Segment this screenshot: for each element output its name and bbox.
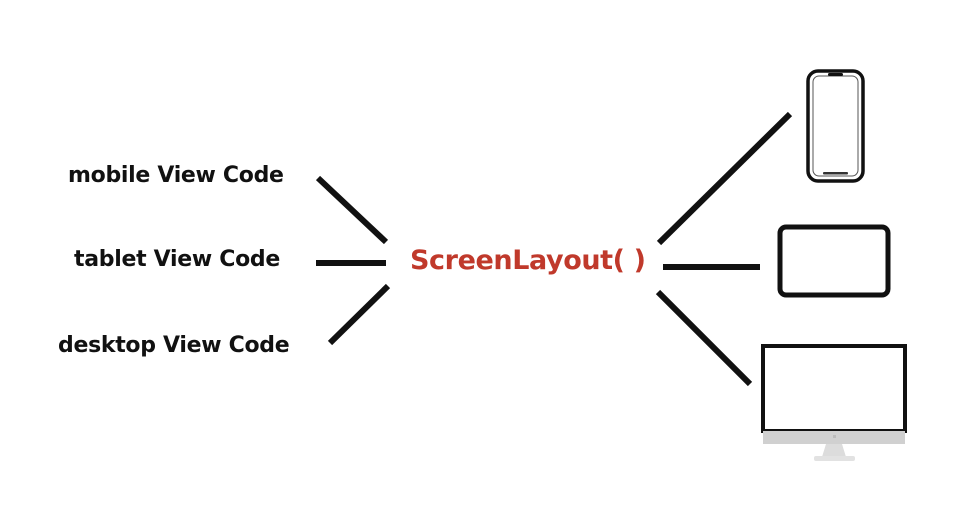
desktop-monitor-icon bbox=[761, 344, 907, 461]
tablet-view-code-label: tablet View Code bbox=[74, 247, 280, 272]
connector-desktop-device bbox=[655, 289, 753, 387]
screen-layout-label: ScreenLayout( ) bbox=[410, 245, 646, 276]
connector-phone bbox=[656, 111, 793, 246]
connector-mobile bbox=[315, 175, 389, 245]
mobile-view-code-label: mobile View Code bbox=[68, 163, 284, 188]
desktop-view-code-label: desktop View Code bbox=[58, 333, 290, 358]
phone-icon bbox=[806, 69, 865, 183]
tablet-icon bbox=[777, 224, 891, 298]
connector-desktop bbox=[327, 283, 391, 346]
